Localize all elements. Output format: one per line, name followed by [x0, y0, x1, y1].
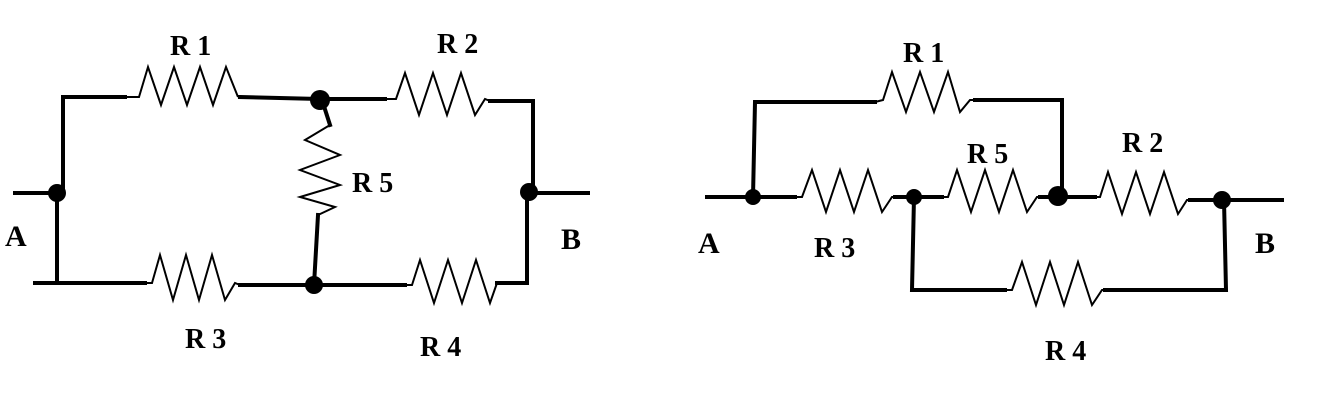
- left-wire-right-top: [488, 99, 535, 195]
- right-resistor-r3: [795, 166, 895, 216]
- left-node-a: [48, 184, 66, 202]
- left-label-r3: R 3: [185, 324, 226, 355]
- left-resistor-r5: [296, 124, 344, 216]
- left-wire-right-bottom: [495, 191, 529, 285]
- left-node-top: [310, 90, 330, 110]
- left-resistor-r3: [145, 251, 241, 304]
- right-resistor-r1: [874, 68, 975, 116]
- left-label-r1: R 1: [170, 31, 211, 62]
- left-wire-r5-bottom: [311, 212, 321, 288]
- right-wire-r1-left: [750, 100, 877, 200]
- left-node-bottom: [305, 276, 323, 294]
- right-node-a: [745, 189, 761, 205]
- left-circuit: R 1 R 2 R 5 R 3 R 4 A B: [5, 29, 590, 363]
- right-label-a: A: [698, 227, 720, 260]
- left-label-r4: R 4: [420, 332, 461, 363]
- right-circuit: R 1 R 5 R 2 R 3 R 4 A B: [698, 38, 1284, 367]
- right-resistor-r2: [1095, 168, 1190, 218]
- right-label-b: B: [1255, 227, 1275, 260]
- right-label-r3: R 3: [814, 233, 855, 264]
- right-node-b: [1213, 191, 1231, 209]
- left-label-b: B: [561, 223, 581, 256]
- right-label-r1: R 1: [903, 38, 944, 69]
- left-label-r5: R 5: [352, 168, 393, 199]
- right-wire-r1-right: [973, 98, 1064, 199]
- right-resistor-r5: [942, 166, 1040, 216]
- left-resistor-r1: [125, 63, 239, 109]
- right-label-r5: R 5: [967, 139, 1008, 170]
- right-label-r2: R 2: [1122, 128, 1163, 159]
- right-wire-r4-right: [1103, 197, 1229, 292]
- right-wire-r4-loop: [909, 194, 1007, 292]
- left-label-r2: R 2: [437, 29, 478, 60]
- right-label-r4: R 4: [1045, 336, 1086, 367]
- right-node-r5-r2: [1048, 186, 1068, 206]
- right-resistor-r4: [1005, 258, 1105, 309]
- left-wire-left-vertical: [55, 95, 127, 285]
- left-resistor-r4: [405, 256, 498, 307]
- left-node-b: [520, 183, 538, 201]
- left-label-a: A: [5, 220, 27, 253]
- left-resistor-r2: [385, 69, 491, 119]
- right-node-r3-r5: [906, 189, 922, 205]
